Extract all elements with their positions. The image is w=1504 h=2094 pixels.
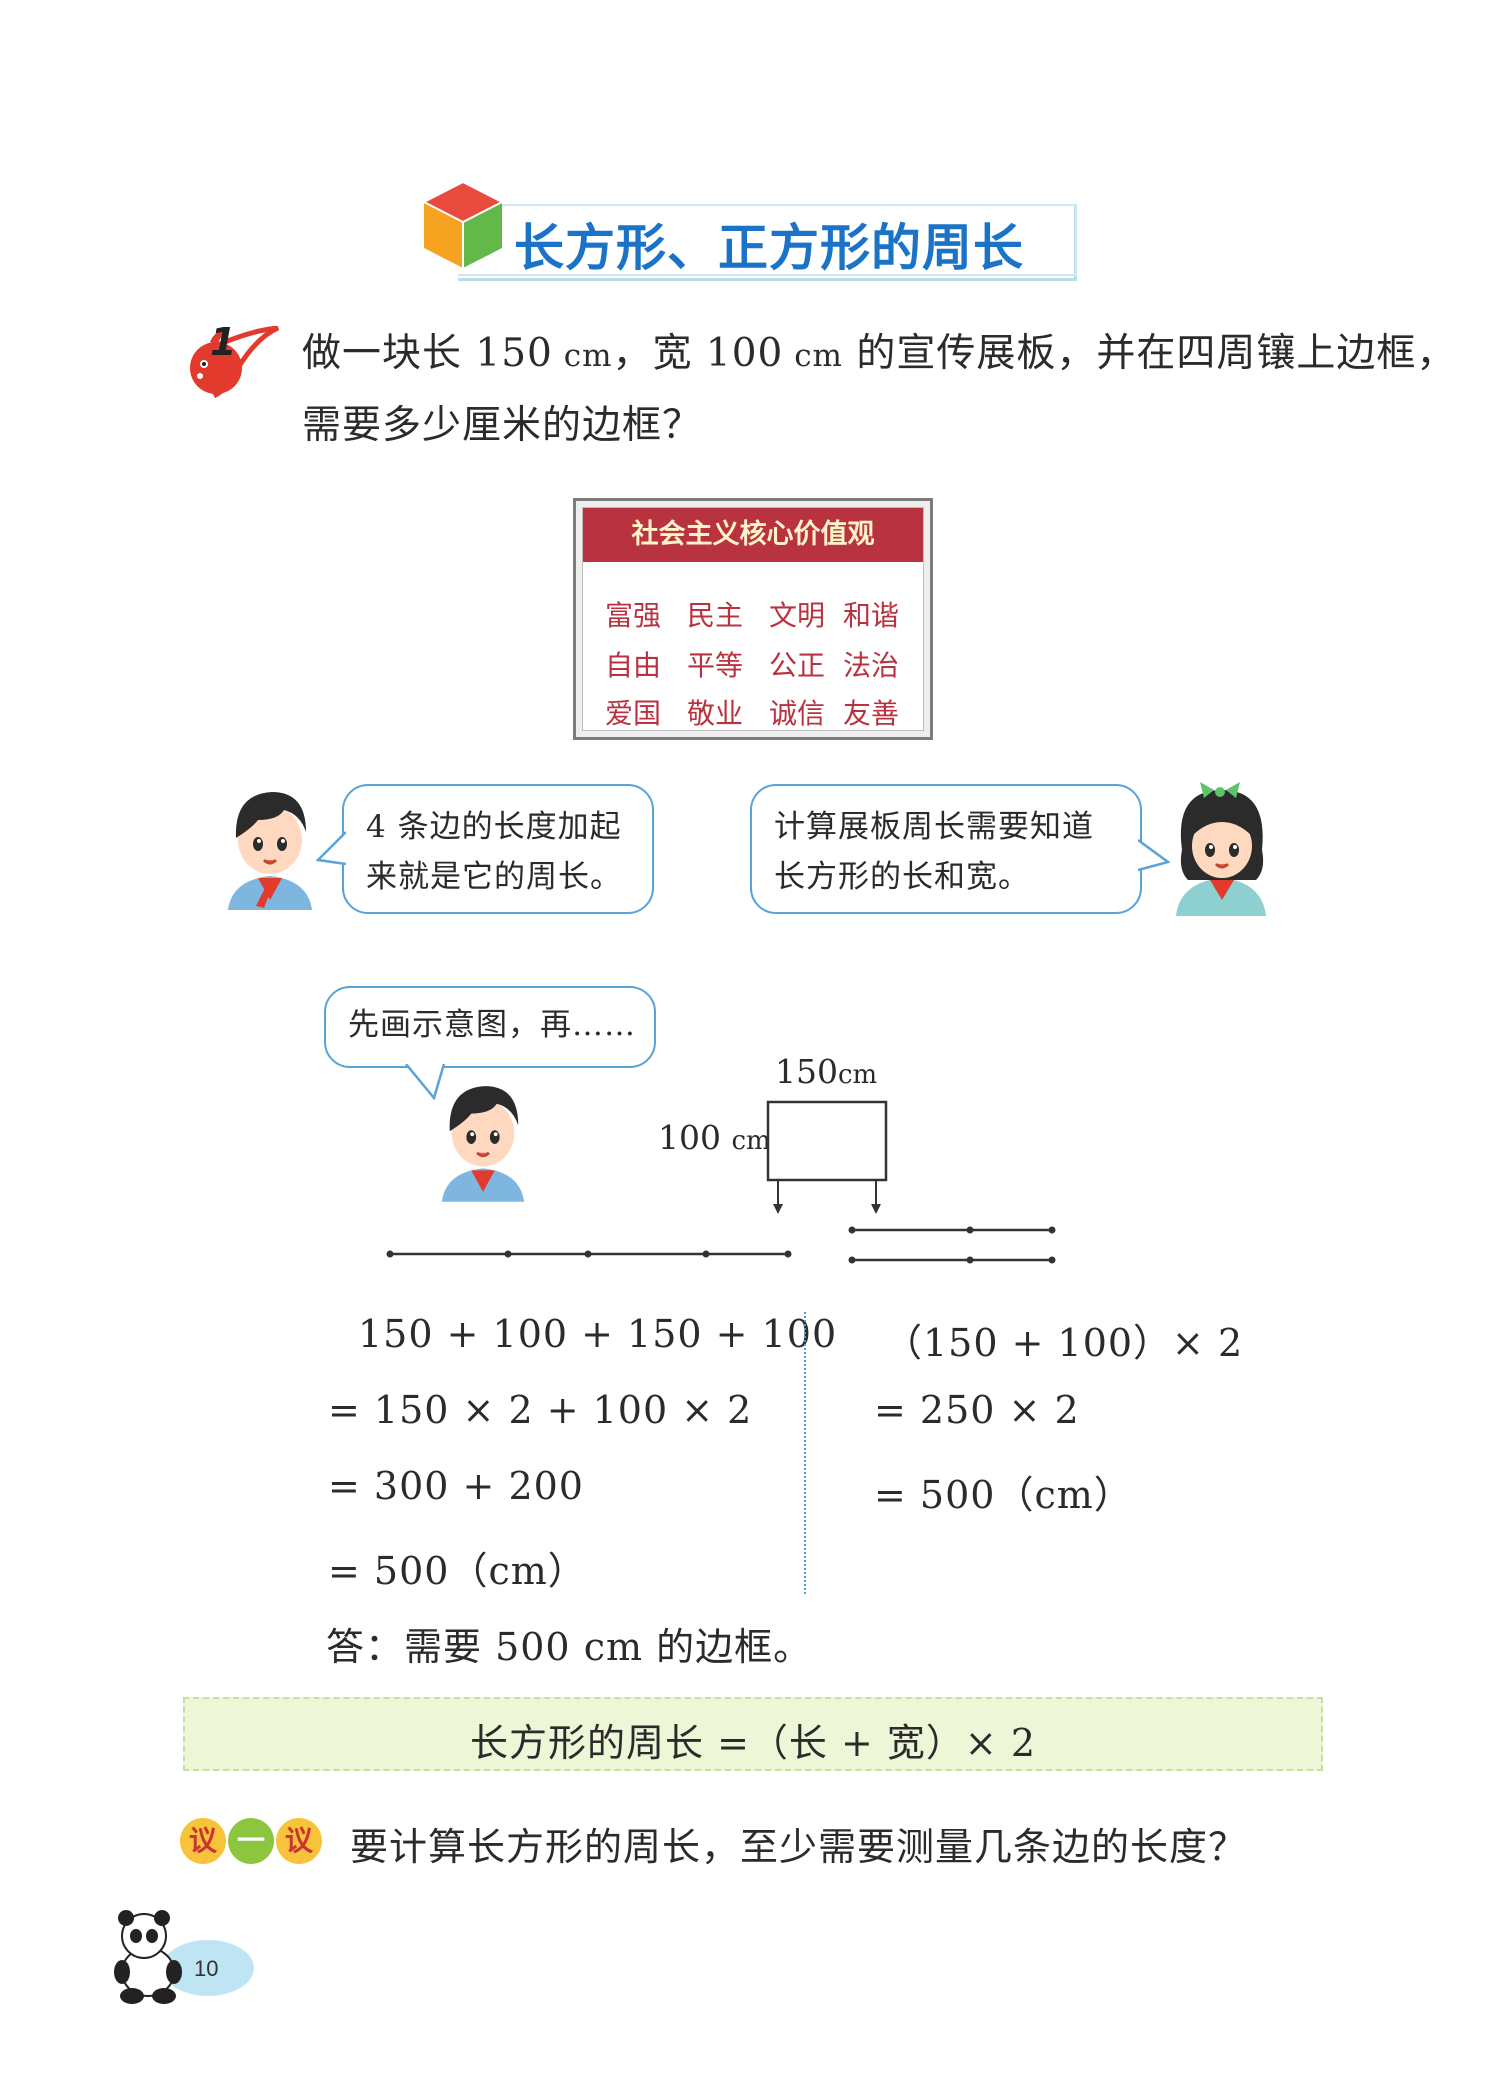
problem-line-1: 做一块长 150 cm，宽 100 cm 的宣传展板，并在四周镶上边框， xyxy=(302,331,1457,376)
bubble-line: 来就是它的周长。 xyxy=(366,859,622,895)
board-word: 公正 xyxy=(769,649,826,682)
problem-number-badge xyxy=(190,326,280,398)
title-frame xyxy=(458,204,1077,281)
boy-avatar-2 xyxy=(441,1086,525,1202)
perimeter-formula: 长方形的周长 =（长 + 宽）× 2 xyxy=(469,1721,1036,1765)
boy-avatar xyxy=(228,792,312,910)
method1-line: 150 + 100 + 150 + 100 xyxy=(358,1312,838,1356)
method-divider xyxy=(804,1312,806,1594)
bubble-line: 计算展板周长需要知道 xyxy=(774,809,1094,845)
method1-line: = 500（cm） xyxy=(328,1549,587,1593)
board-word: 和谐 xyxy=(843,599,900,632)
page-number: 10 xyxy=(194,1956,219,1981)
board-word: 诚信 xyxy=(769,697,826,730)
length-label: 150cm xyxy=(775,1052,878,1091)
board-header: 社会主义核心价值观 xyxy=(583,508,923,562)
discuss-question: 要计算长方形的周长，至少需要测量几条边的长度？ xyxy=(350,1825,1248,1869)
board-word: 自由 xyxy=(605,649,662,682)
problem-number: 1 xyxy=(210,320,237,364)
formula-box xyxy=(183,1697,1323,1771)
width-label: 100 cm xyxy=(658,1118,771,1157)
board-word: 友善 xyxy=(843,697,900,730)
board-word: 民主 xyxy=(687,599,744,632)
board-word: 平等 xyxy=(687,649,744,682)
bubble-line: 长方形的长和宽。 xyxy=(774,859,1030,895)
panda-icon xyxy=(114,1910,254,2004)
method2-line: （150 + 100）× 2 xyxy=(884,1321,1244,1365)
display-board: 社会主义核心价值观 富强 民主 文明 和谐 自由 平等 公正 法治 爱国 敬业 … xyxy=(573,498,933,740)
method1-line: = 300 + 200 xyxy=(328,1464,584,1508)
method2-line: = 250 × 2 xyxy=(874,1388,1080,1432)
discuss-badge-char: 议 xyxy=(276,1818,322,1864)
discuss-badge-char: 议 xyxy=(180,1818,226,1864)
speech-bubble-boy-2: 先画示意图，再…… xyxy=(324,986,656,1068)
bubble-tail xyxy=(405,1064,446,1100)
cube-icon xyxy=(421,180,505,268)
method2-line: = 500（cm） xyxy=(874,1473,1133,1517)
board-word: 富强 xyxy=(605,599,662,632)
speech-bubble-boy: 4 条边的长度加起 来就是它的周长。 xyxy=(342,784,654,914)
rectangle-shape xyxy=(766,1100,888,1182)
method1-line: = 150 × 2 + 100 × 2 xyxy=(328,1388,753,1432)
board-word: 爱国 xyxy=(605,697,662,730)
bubble-line: 先画示意图，再…… xyxy=(348,1007,636,1043)
bubble-tail xyxy=(316,831,346,866)
bubble-line: 4 条边的长度加起 xyxy=(366,809,622,845)
board-word: 文明 xyxy=(769,599,826,632)
perimeter-diagram xyxy=(386,1100,1056,1264)
problem-line-2: 需要多少厘米的边框？ xyxy=(302,403,703,448)
speech-bubble-girl: 计算展板周长需要知道 长方形的长和宽。 xyxy=(750,784,1142,914)
board-word: 法治 xyxy=(843,649,900,682)
discuss-badge-char: 一 xyxy=(228,1818,274,1864)
answer-text: 答：需要 500 cm 的边框。 xyxy=(326,1625,813,1669)
board-word: 敬业 xyxy=(687,697,744,730)
bubble-tail xyxy=(1138,838,1170,872)
girl-avatar xyxy=(1176,782,1266,916)
page-title: 长方形、正方形的周长 xyxy=(514,219,1024,277)
